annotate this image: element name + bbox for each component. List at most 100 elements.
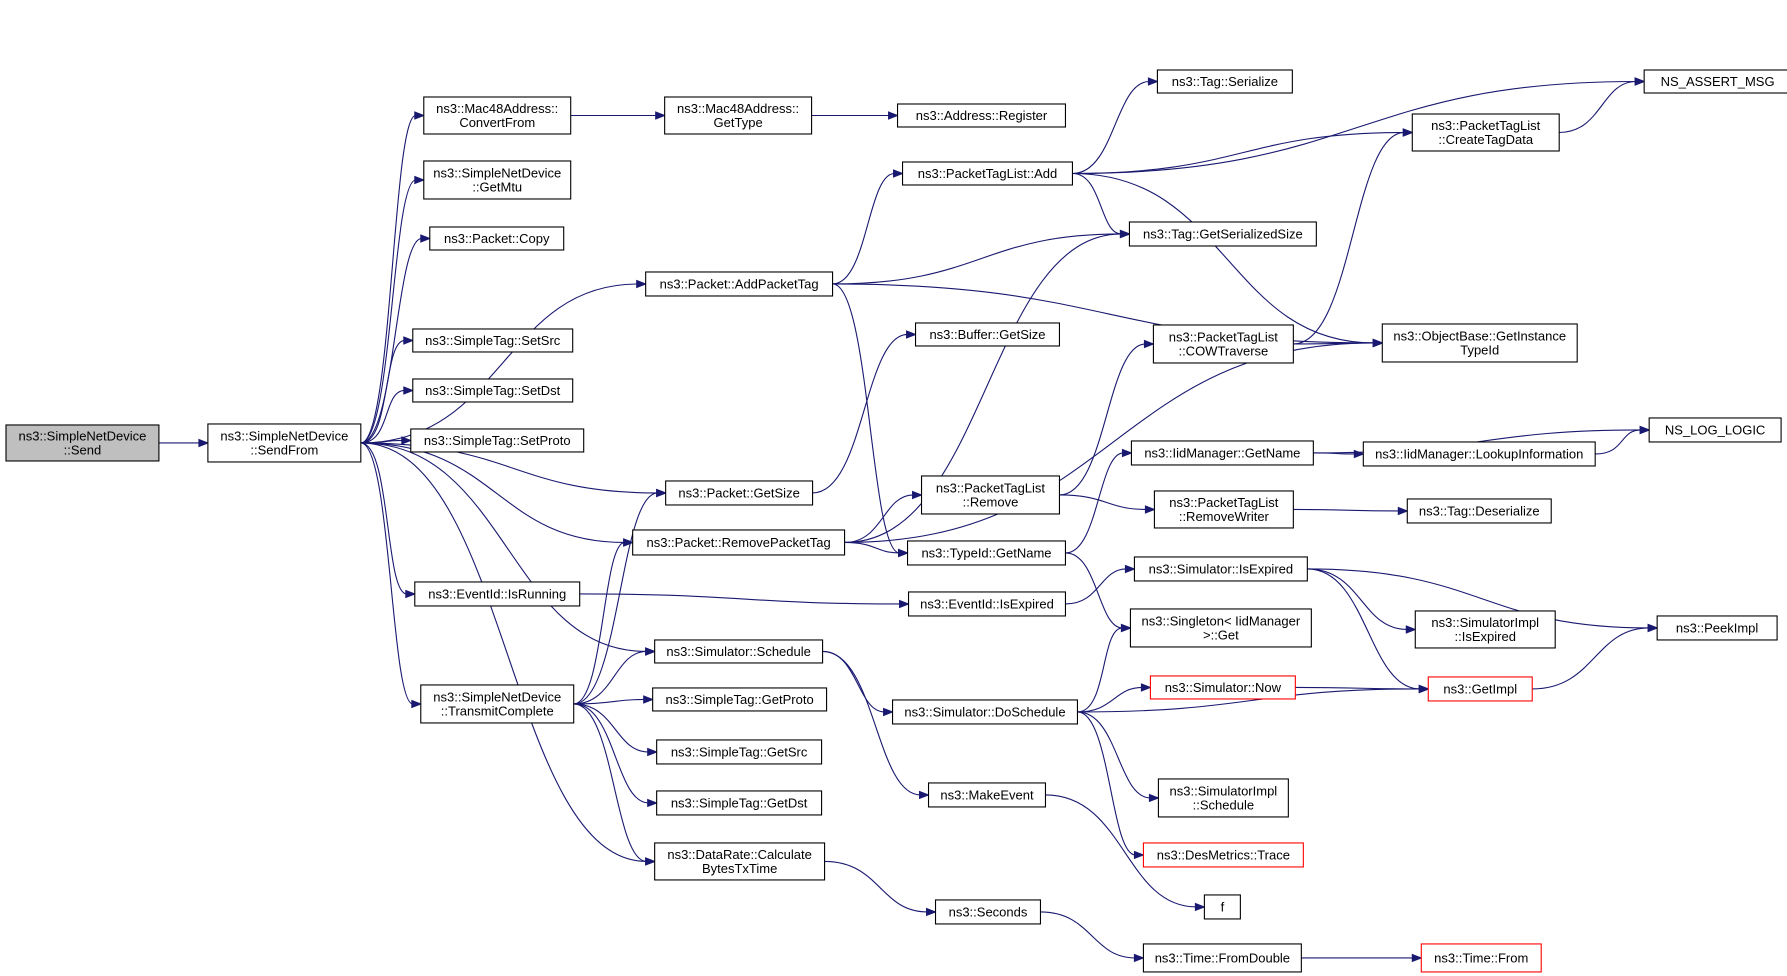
node-setproto[interactable]: ns3::SimpleTag::SetProto [410, 428, 585, 453]
node-simschedule[interactable]: ns3::Simulator::Schedule [654, 639, 824, 664]
node-settsrc[interactable]: ns3::SimpleTag::SetSrc [412, 328, 574, 353]
edge-arrowhead [198, 438, 210, 448]
node-ptlremove[interactable]: ns3::PacketTagList::Remove [920, 475, 1061, 515]
edge-arrowhead [1143, 339, 1155, 349]
edge-removepackettag-to-typeidgetname [844, 541, 909, 558]
node-evisexpired[interactable]: ns3::EventId::IsExpired [907, 591, 1067, 617]
edge-layer [158, 77, 1659, 963]
node-nslog[interactable]: NS_LOG_LOGIC [1648, 417, 1782, 443]
node-getimpl[interactable]: ns3::GetImpl [1427, 676, 1533, 702]
node-tagserialize[interactable]: ns3::Tag::Serialize [1156, 69, 1293, 94]
node-singletonget[interactable]: ns3::Singleton< IidManager >::Get [1129, 608, 1312, 648]
node-createtagdata[interactable]: ns3::PacketTagList::CreateTagData [1411, 113, 1560, 152]
node-ptladd[interactable]: ns3::PacketTagList::Add [901, 161, 1074, 186]
node-f[interactable]: f [1203, 894, 1241, 920]
node-simnow[interactable]: ns3::Simulator::Now [1149, 675, 1296, 700]
edge-arrowhead [405, 589, 417, 599]
edge-line [360, 339, 405, 444]
node-iidgetname[interactable]: ns3::IidManager::GetName [1130, 440, 1314, 466]
edge-mac48convert-to-mac48gettype [570, 111, 667, 120]
node-label: ns3::Tag::GetSerializedSize [1143, 226, 1303, 241]
edge-arrowhead [899, 599, 910, 609]
node-cowtraverse[interactable]: ns3::PacketTagList::COWTraverse [1152, 324, 1294, 364]
node-typeidgetname[interactable]: ns3::TypeId::GetName [906, 540, 1067, 566]
edge-arrowhead [1639, 425, 1651, 435]
edge-line [1065, 452, 1124, 554]
node-getdst[interactable]: ns3::SimpleTag::GetDst [656, 790, 823, 816]
node-label: ns3::Simulator::Schedule [666, 644, 811, 659]
node-pktgetsize[interactable]: ns3::Packet::GetSize [665, 480, 814, 506]
node-label: ns3::SimpleNetDevice [433, 165, 561, 180]
edge-evisexpired-to-simisexpired [1065, 564, 1136, 605]
node-mac48gettype[interactable]: ns3::Mac48Address::GetType [664, 96, 813, 135]
node-pktcopy[interactable]: ns3::Packet::Copy [429, 226, 565, 251]
node-iidlookup[interactable]: ns3::IidManager::LookupInformation [1362, 441, 1596, 467]
node-makeevent[interactable]: ns3::MakeEvent [927, 782, 1047, 808]
node-simisexpired[interactable]: ns3::Simulator::IsExpired [1133, 556, 1308, 582]
node-label: ns3::SimpleNetDevice [19, 428, 147, 443]
edge-line [1045, 794, 1197, 908]
edge-arrowhead [1397, 506, 1409, 516]
node-box [891, 699, 1078, 725]
edge-arrowhead [912, 490, 923, 500]
node-desmetrics[interactable]: ns3::DesMetrics::Trace [1142, 842, 1304, 868]
edge-arrowhead [647, 747, 659, 757]
node-fromdouble[interactable]: ns3::Time::FromDouble [1142, 943, 1302, 973]
node-box [1362, 441, 1596, 467]
node-buffergetsize[interactable]: ns3::Buffer::GetSize [914, 322, 1061, 347]
edge-ptladd-to-objgetinst [1072, 172, 1384, 348]
edge-arrowhead [898, 548, 909, 558]
node-getmtu[interactable]: ns3::SimpleNetDevice::GetMtu [423, 160, 572, 200]
edge-seconds-to-fromdouble [1040, 911, 1145, 963]
node-box [414, 581, 581, 607]
node-tagdeser[interactable]: ns3::Tag::Deserialize [1406, 498, 1552, 524]
edge-line [360, 389, 405, 444]
node-box [907, 591, 1067, 617]
edge-sendfrom-to-evisrunning [360, 442, 417, 599]
edge-line [573, 541, 625, 705]
node-evisrunning[interactable]: ns3::EventId::IsRunning [414, 581, 581, 607]
node-box [1149, 675, 1296, 700]
edge-arrowhead [403, 336, 415, 345]
edge-arrowhead [1372, 338, 1384, 348]
node-sendfrom[interactable]: ns3::SimpleNetDevice::SendFrom [207, 423, 362, 463]
node-box [934, 899, 1042, 925]
node-box [920, 475, 1061, 515]
node-addrregister[interactable]: ns3::Address::Register [896, 103, 1067, 128]
edge-typeidgetname-to-iidgetname [1065, 448, 1133, 554]
edge-doschedule-to-simnow [1077, 683, 1152, 713]
edge-line [1595, 429, 1642, 455]
node-addpackettag[interactable]: ns3::Packet::AddPacketTag [645, 271, 834, 297]
node-setdst[interactable]: ns3::SimpleTag::SetDst [412, 378, 574, 403]
node-transmitcomplete[interactable]: ns3::SimpleNetDevice::TransmitComplete [420, 684, 575, 724]
edge-line [1065, 568, 1127, 605]
node-seconds[interactable]: ns3::Seconds [934, 899, 1042, 925]
edge-line [812, 333, 908, 494]
node-peekimpl[interactable]: ns3::PeekImpl [1656, 615, 1778, 641]
edge-arrowhead [1133, 953, 1145, 963]
node-taggetsersize[interactable]: ns3::Tag::GetSerializedSize [1128, 221, 1317, 247]
edge-removepackettag-to-taggetsersize [844, 229, 1131, 544]
edge-addpackettag-to-taggetsersize [832, 229, 1131, 285]
edge-arrowhead [647, 798, 659, 808]
node-getsrc[interactable]: ns3::SimpleTag::GetSrc [656, 739, 823, 765]
node-box [1656, 615, 1778, 641]
node-timefrom[interactable]: ns3::Time::From [1420, 943, 1542, 973]
node-getproto[interactable]: ns3::SimpleTag::GetProto [652, 687, 828, 712]
node-label: ns3::Packet::AddPacketTag [660, 276, 819, 291]
node-nsassert[interactable]: NS_ASSERT_MSG [1643, 69, 1787, 94]
node-simimplisexp[interactable]: ns3::SimulatorImpl::IsExpired [1414, 610, 1556, 649]
node-removewriter[interactable]: ns3::PacketTagList::RemoveWriter [1153, 490, 1294, 529]
node-mac48convert[interactable]: ns3::Mac48Address::ConvertFrom [423, 96, 572, 135]
edge-line [1072, 131, 1405, 175]
edge-arrowhead [623, 538, 635, 547]
edge-ptladd-to-taggetsersize [1072, 172, 1131, 239]
edge-line [1059, 343, 1146, 496]
node-send[interactable]: ns3::SimpleNetDevice::Send [5, 424, 160, 462]
node-removepackettag[interactable]: ns3::Packet::RemovePacketTag [632, 529, 846, 556]
node-simimplsched[interactable]: ns3::SimulatorImpl::Schedule [1157, 778, 1289, 818]
node-doschedule[interactable]: ns3::Simulator::DoSchedule [891, 699, 1078, 725]
